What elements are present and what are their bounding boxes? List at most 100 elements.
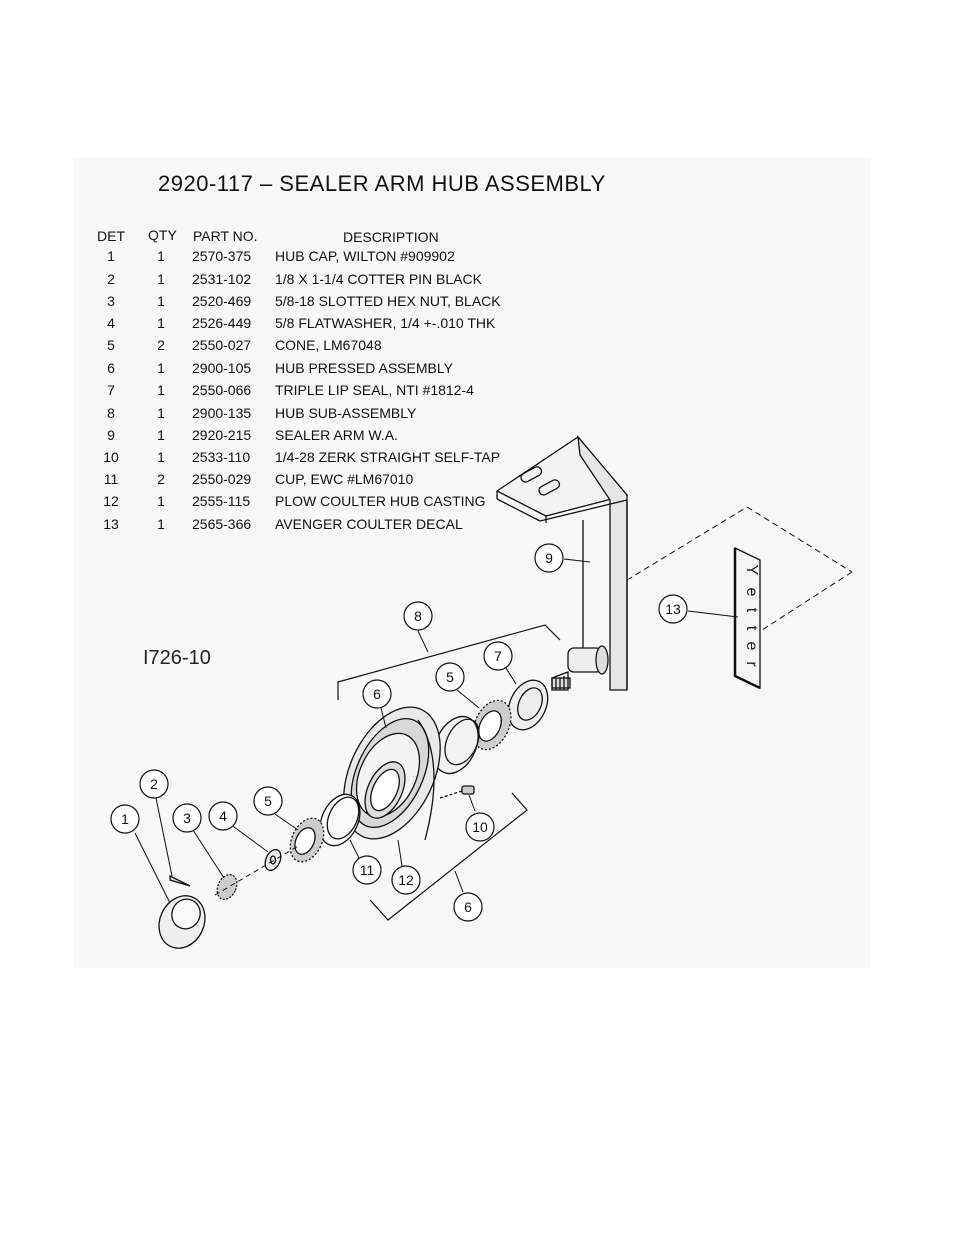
table-cell-qty: 1	[157, 360, 165, 376]
table-cell-part: 2555-115	[192, 493, 251, 509]
callout-circle	[253, 786, 283, 816]
table-cell-qty: 1	[157, 293, 165, 309]
table-cell-desc: PLOW COULTER HUB CASTING	[275, 493, 486, 509]
callout-circle	[465, 812, 495, 842]
table-cell-desc: CUP, EWC #LM67010	[275, 471, 414, 487]
callout-circle	[403, 601, 433, 631]
table-cell-qty: 1	[157, 248, 165, 264]
table-cell-part: 2550-029	[192, 471, 252, 487]
hub-casting	[343, 706, 441, 841]
decal-letter: e	[743, 642, 760, 651]
table-cell-part: 2533-110	[192, 449, 251, 465]
callout-number: 10	[472, 819, 488, 835]
callout-number: 6	[373, 686, 381, 702]
callout-circle	[208, 801, 238, 831]
bearing-cone-upper	[472, 699, 512, 751]
table-cell-desc: 1/4-28 ZERK STRAIGHT SELF-TAP	[275, 449, 501, 465]
table-cell-det: 5	[107, 337, 115, 353]
callout-circle	[658, 594, 688, 624]
table-cell-desc: HUB SUB-ASSEMBLY	[275, 405, 417, 421]
decal-letter: Y	[743, 565, 760, 576]
callout-number: 11	[360, 862, 375, 878]
table-cell-qty: 1	[157, 493, 165, 509]
callout-circle	[110, 804, 140, 834]
header-part: PART NO.	[193, 228, 258, 244]
zerk-fitting	[439, 785, 475, 799]
callout-number: 1	[121, 811, 129, 827]
table-cell-det: 12	[103, 493, 119, 509]
table-cell-desc: CONE, LM67048	[275, 337, 382, 353]
callout-circle	[172, 803, 202, 833]
table-cell-det: 10	[103, 449, 119, 465]
header-det: DET	[97, 228, 125, 244]
table-cell-desc: HUB CAP, WILTON #909902	[275, 248, 455, 264]
table-cell-det: 1	[107, 248, 115, 264]
table-cell-qty: 1	[157, 516, 165, 532]
callout-number: 13	[665, 601, 681, 617]
callout-number: 5	[446, 669, 454, 685]
callout-number: 5	[264, 793, 272, 809]
decal	[733, 546, 761, 690]
slotted-hex-nut	[216, 873, 238, 901]
decal-letter: e	[743, 588, 760, 597]
callout-number: 7	[494, 648, 502, 664]
table-cell-det: 4	[107, 315, 115, 331]
table-cell-part: 2900-105	[192, 360, 252, 376]
bearing-cup-lower	[319, 793, 361, 847]
table-cell-part: 2570-375	[192, 248, 252, 264]
table-cell-det: 3	[107, 293, 115, 309]
page-title: 2920-117 – SEALER ARM HUB ASSEMBLY	[158, 171, 606, 196]
callout-number: 12	[398, 872, 414, 888]
table-cell-desc: TRIPLE LIP SEAL, NTI #1812-4	[275, 382, 474, 398]
decal-letter: r	[743, 661, 760, 667]
callout-circle	[391, 865, 421, 895]
table-cell-det: 9	[107, 427, 115, 443]
callout-circle	[483, 641, 513, 671]
table-cell-part: 2550-066	[192, 382, 252, 398]
table-cell-qty: 2	[157, 471, 165, 487]
cotter-pin	[169, 874, 191, 887]
table-cell-qty: 1	[157, 271, 165, 287]
table-cell-part: 2550-027	[192, 337, 252, 353]
callout-circle	[534, 543, 564, 573]
header-description: DESCRIPTION	[343, 229, 439, 245]
flat-washer	[264, 848, 282, 872]
table-cell-det: 8	[107, 405, 115, 421]
table-cell-qty: 1	[157, 315, 165, 331]
header-qty: QTY	[148, 227, 177, 243]
table-cell-det: 6	[107, 360, 115, 376]
table-cell-desc: 5/8 FLATWASHER, 1/4 +-.010 THK	[275, 315, 496, 331]
table-cell-desc: 1/8 X 1-1/4 COTTER PIN BLACK	[275, 271, 482, 287]
callout-number: 4	[219, 808, 227, 824]
callout-number: 2	[150, 776, 158, 792]
table-cell-part: 2531-102	[192, 271, 252, 287]
table-cell-part: 2920-215	[192, 427, 252, 443]
table-cell-desc: AVENGER COULTER DECAL	[275, 516, 463, 532]
decal-letter: t	[743, 626, 760, 631]
table-cell-part: 2526-449	[192, 315, 252, 331]
table-cell-det: 13	[103, 516, 119, 532]
triple-lip-seal	[507, 679, 549, 731]
drawing-number: I726-10	[143, 647, 211, 669]
table-cell-desc: SEALER ARM W.A.	[275, 427, 398, 443]
table-cell-det: 2	[107, 271, 115, 287]
table-cell-det: 11	[103, 471, 119, 487]
hub-cap	[158, 895, 206, 949]
bearing-cone-lower	[289, 817, 325, 863]
decal-letter: t	[743, 608, 760, 613]
callout-circle	[435, 662, 465, 692]
table-cell-qty: 2	[157, 337, 165, 353]
table-cell-qty: 1	[157, 405, 165, 421]
callout-circle	[352, 855, 382, 885]
table-cell-qty: 1	[157, 449, 165, 465]
table-cell-det: 7	[107, 382, 115, 398]
table-cell-qty: 1	[157, 427, 165, 443]
table-cell-desc: 5/8-18 SLOTTED HEX NUT, BLACK	[275, 293, 501, 309]
callout-number: 3	[183, 810, 191, 826]
table-cell-part: 2900-135	[192, 405, 252, 421]
callout-circle	[453, 892, 483, 922]
table-cell-desc: HUB PRESSED ASSEMBLY	[275, 360, 453, 376]
table-cell-part: 2565-366	[192, 516, 252, 532]
